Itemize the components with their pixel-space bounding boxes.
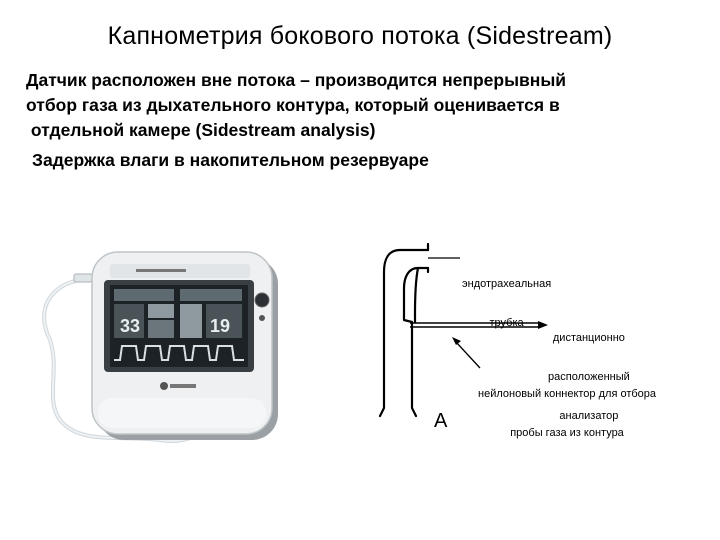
label-analyzer-line-3: анализатор	[559, 410, 619, 422]
slide-paragraph: Датчик расположен вне потока – производи…	[26, 68, 706, 143]
paragraph-line-3: отдельной камере (Sidestream analysis)	[26, 120, 376, 140]
paragraph-line-2: отбор газа из дыхательного контура, кото…	[26, 95, 560, 115]
label-tube-line-1: эндотрахеальная	[462, 278, 552, 290]
label-endotracheal-tube: эндотрахеальная трубка	[462, 252, 551, 343]
screen-value-left: 33	[120, 316, 140, 336]
label-connector-line-2: пробы газа из контура	[510, 427, 624, 439]
paragraph-line-1: Датчик расположен вне потока – производи…	[26, 70, 567, 90]
label-connector-line-1: нейлоновый коннектор для отбора	[478, 388, 657, 400]
slide-paragraph-2: Задержка влаги в накопительном резервуар…	[32, 150, 429, 170]
label-analyzer-line-2: расположенный	[548, 371, 630, 383]
sidestream-schematic-diagram	[378, 242, 548, 418]
label-tube-line-2: трубка	[489, 317, 524, 329]
label-analyzer-line-1: дистанционно	[552, 332, 625, 344]
slide-title: Капнометрия бокового потока (Sidestream)	[107, 22, 613, 50]
capnometer-device-image: 33 19	[42, 251, 278, 443]
screen-value-right: 19	[210, 316, 230, 336]
diagram-letter-label: А	[434, 410, 448, 432]
label-nylon-connector: нейлоновый коннектор для отбора пробы га…	[478, 362, 656, 453]
label-remote-analyzer: дистанционно расположенный анализатор	[548, 306, 630, 436]
